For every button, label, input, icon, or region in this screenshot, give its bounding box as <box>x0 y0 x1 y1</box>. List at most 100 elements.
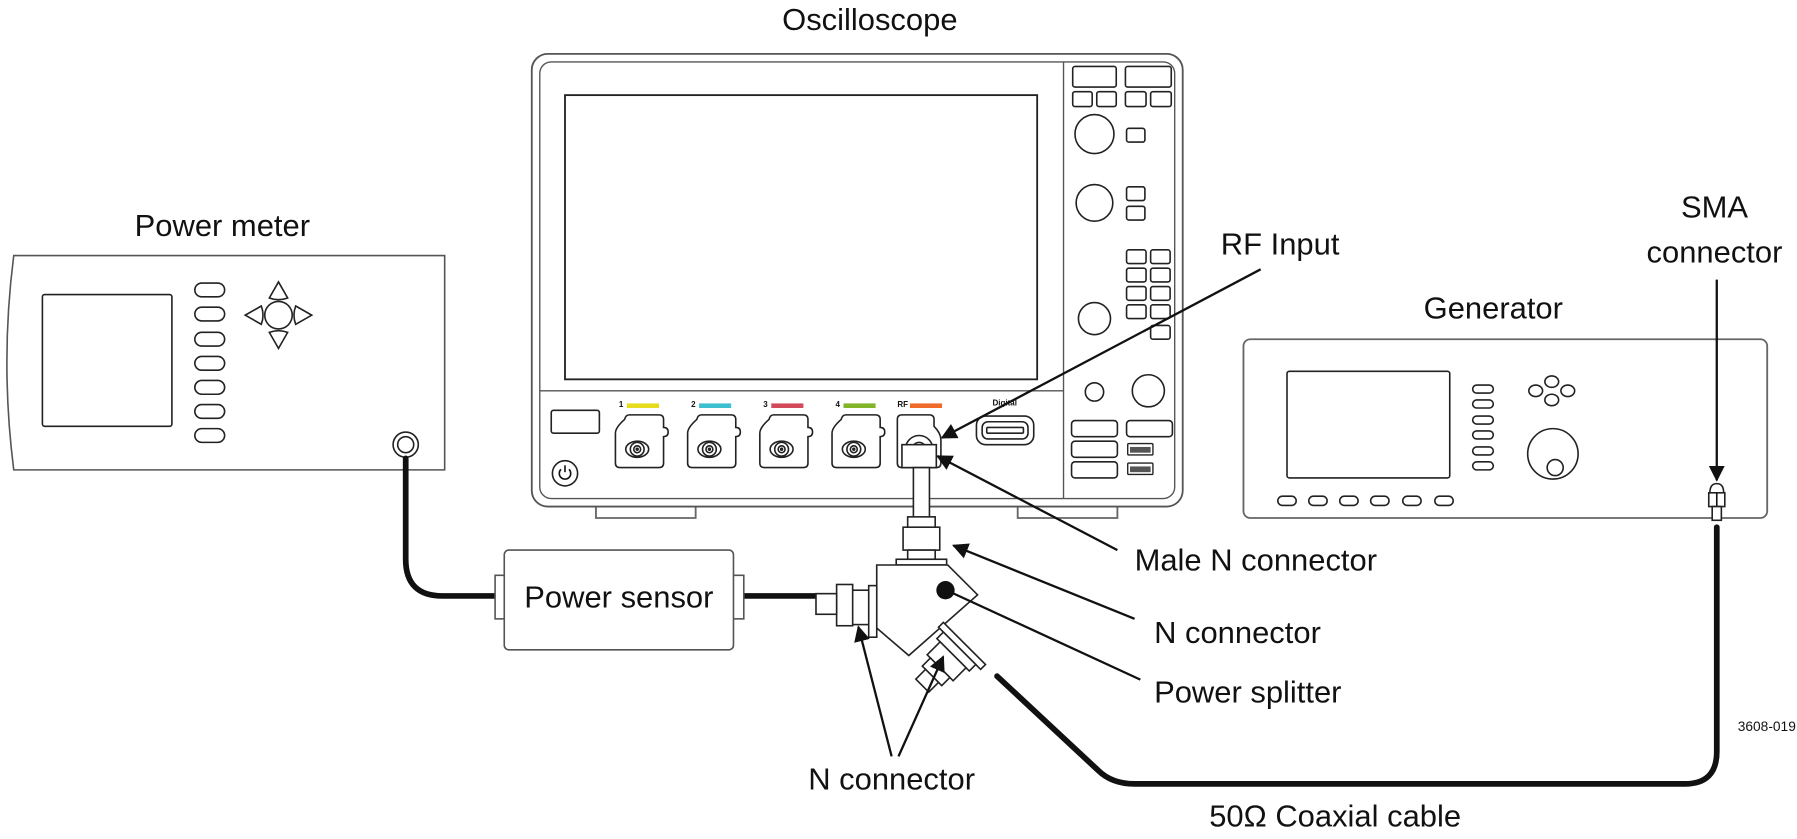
channel-label: 2 <box>691 400 696 409</box>
usb-port-slot <box>1130 466 1151 473</box>
figure-id: 3608-019 <box>1738 719 1796 734</box>
scope-button[interactable] <box>1070 419 1119 438</box>
softkey[interactable] <box>1338 495 1359 507</box>
male-n-connector-callout-arrow <box>936 455 1118 552</box>
power-meter-softkeys <box>194 282 226 444</box>
scope-button[interactable] <box>1125 205 1146 221</box>
channel-label: 4 <box>835 400 840 409</box>
male-n-connector-label: Male N connector <box>1135 543 1377 578</box>
scope-front-button[interactable] <box>550 409 601 435</box>
scope-button[interactable] <box>1124 65 1173 88</box>
power-splitter-callout-line <box>948 590 1141 681</box>
sma-connector[interactable] <box>1707 482 1726 522</box>
softkey[interactable] <box>1471 399 1495 409</box>
scope-knob[interactable] <box>1131 373 1166 408</box>
scope-knob[interactable] <box>1075 183 1114 222</box>
arrow-down-icon <box>268 329 289 351</box>
softkey[interactable] <box>194 379 226 396</box>
scope-foot-right <box>1016 504 1119 519</box>
softkey[interactable] <box>1471 415 1495 425</box>
channel-color-bar <box>626 403 659 408</box>
channel-label: RF <box>897 400 908 409</box>
generator-softkeys <box>1277 384 1495 507</box>
scope-button[interactable] <box>1149 324 1171 341</box>
power-button[interactable] <box>551 459 579 487</box>
navigation-pad[interactable] <box>243 280 314 351</box>
scope-button[interactable] <box>1095 90 1118 108</box>
scope-button[interactable] <box>1070 440 1119 459</box>
channel-input-4[interactable]: 4 <box>831 400 886 469</box>
scope-bezel <box>539 61 1176 500</box>
oscilloscope-label: Oscilloscope <box>782 2 957 37</box>
scope-button[interactable] <box>1149 267 1171 283</box>
n-connector-bottom-label: N connector <box>808 762 975 797</box>
scope-knob[interactable] <box>1077 301 1112 336</box>
softkey[interactable] <box>194 403 226 420</box>
generator-nav-buttons[interactable] <box>1528 375 1576 407</box>
scope-button[interactable] <box>1149 90 1173 108</box>
softkey[interactable] <box>1471 446 1495 456</box>
n-connector-top[interactable] <box>895 558 948 566</box>
power-splitter <box>815 443 987 706</box>
scope-foot-left <box>595 504 697 519</box>
scope-button[interactable] <box>1071 65 1118 88</box>
softkey[interactable] <box>194 331 226 347</box>
softkey[interactable] <box>194 355 226 371</box>
power-meter-label: Power meter <box>135 208 310 243</box>
arrow-up-icon <box>268 280 289 301</box>
softkey[interactable] <box>194 427 226 444</box>
scope-button[interactable] <box>1149 249 1171 265</box>
scope-button[interactable] <box>1125 419 1174 438</box>
n-connector-callout-arrow <box>952 543 1136 620</box>
scope-button[interactable] <box>1125 249 1147 265</box>
scope-button[interactable] <box>1125 186 1146 202</box>
power-meter-sensor-port[interactable] <box>392 431 420 459</box>
bnc-connector-icon <box>635 447 639 451</box>
softkey[interactable] <box>1369 495 1390 507</box>
scope-screen <box>564 94 1039 381</box>
scope-button[interactable] <box>1125 304 1147 320</box>
softkey[interactable] <box>1401 495 1422 507</box>
generator-knob[interactable] <box>1526 427 1579 480</box>
male-n-connector[interactable] <box>901 443 938 469</box>
scope-button[interactable] <box>1124 90 1147 108</box>
scope-button[interactable] <box>1125 267 1147 283</box>
channel-input-1[interactable]: 1 <box>614 400 669 469</box>
sma-label-line2: connector <box>1647 234 1783 269</box>
n-connector-bottom-arrow-right <box>897 655 945 757</box>
usb-port-slot <box>1130 446 1151 453</box>
bnc-connector-icon <box>852 447 856 451</box>
scope-button[interactable] <box>1070 461 1119 479</box>
softkey[interactable] <box>1471 430 1495 440</box>
softkey[interactable] <box>1471 384 1495 394</box>
power-meter: Power meter <box>6 208 446 471</box>
generator-label: Generator <box>1424 291 1563 326</box>
scope-button[interactable] <box>1149 304 1171 320</box>
scope-button[interactable] <box>1125 127 1146 143</box>
channel-input-2[interactable]: 2 <box>686 400 742 469</box>
splitter-marker-dot <box>936 581 955 600</box>
scope-button[interactable] <box>1071 90 1093 108</box>
scope-knob-small[interactable] <box>1084 381 1105 402</box>
power-meter-cable <box>402 455 501 599</box>
generator: Generator <box>1242 291 1769 522</box>
softkey[interactable] <box>1307 495 1328 507</box>
channel-color-bar <box>771 403 804 408</box>
power-sensor: Power sensor <box>494 549 745 651</box>
softkey[interactable] <box>1471 461 1495 471</box>
scope-knob[interactable] <box>1074 113 1115 155</box>
channel-label: 3 <box>763 400 768 409</box>
softkey[interactable] <box>194 282 226 298</box>
rf-input-callout-arrow <box>940 268 1262 439</box>
scope-button[interactable] <box>1149 285 1171 302</box>
softkey[interactable] <box>194 306 226 322</box>
channel-input-3[interactable]: 3 <box>759 400 814 469</box>
scope-button[interactable] <box>1125 285 1147 302</box>
n-connector-diagonal[interactable] <box>901 621 987 706</box>
digital-label: Digital <box>992 399 1017 408</box>
power-sensor-label: Power sensor <box>524 579 713 614</box>
softkey[interactable] <box>1277 495 1297 507</box>
softkey[interactable] <box>1434 495 1454 507</box>
n-connector-left[interactable] <box>835 583 854 627</box>
